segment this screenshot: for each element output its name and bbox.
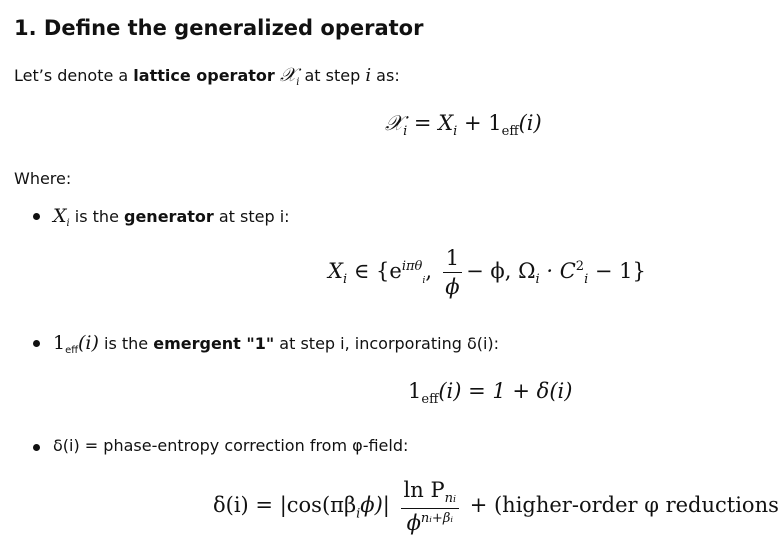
eq3-one: 1 xyxy=(408,379,422,403)
equation-emergent-one: 1eff(i) = 1 + δ(i) xyxy=(408,379,572,407)
eq1-arg: (i) xyxy=(518,111,542,135)
eq1-lhs-sub: i xyxy=(403,124,408,140)
eq2-lhs: X xyxy=(328,259,343,283)
bullet-icon xyxy=(33,340,40,347)
eq2-lhs-sub: i xyxy=(342,272,348,288)
eq4-phi: ϕ)| xyxy=(360,493,390,518)
eq2-exp: iπθ xyxy=(401,259,423,274)
bullet-text: is the xyxy=(98,334,154,353)
section-heading: 1. Define the generalized operator xyxy=(14,16,424,40)
intro-text-suffix: as: xyxy=(371,66,400,85)
eq2-c-sup: 2 xyxy=(575,259,585,274)
intro-text: Let’s denote a xyxy=(14,66,134,85)
eq4-beta-sub: i xyxy=(356,506,361,522)
eq2-in: ∈ {e xyxy=(347,259,402,283)
eq1-lhs: 𝒳 xyxy=(385,111,404,135)
eq4-num-sub: n xyxy=(444,491,453,507)
eq4-num: ln P xyxy=(403,478,445,502)
bullet-icon xyxy=(33,213,40,220)
bullet-bold: emergent "1" xyxy=(153,334,275,353)
eq2-num: 1 xyxy=(442,246,463,273)
eq1-eff: eff xyxy=(501,124,519,140)
bullet-phase-entropy: δ(i) = phase-entropy correction from φ-f… xyxy=(53,436,409,455)
bullet-bold: generator xyxy=(124,207,214,226)
eq2-exp-sub: i xyxy=(422,275,426,287)
eq1-equals: = xyxy=(407,111,439,135)
bullet-symbol: 1 xyxy=(53,332,66,354)
eq4-tail: + (higher-order φ reductions) xyxy=(469,493,779,518)
bullet-emergent-one: 1eff(i) is the emergent "1" at step i, i… xyxy=(53,332,499,356)
step-variable: i xyxy=(365,65,372,86)
eq4-den: ϕ xyxy=(406,511,421,536)
eq4-den-sup: nᵢ+βᵢ xyxy=(420,511,453,527)
eq3-eff: eff xyxy=(421,392,439,408)
bullet-symbol-sub: i xyxy=(66,218,70,230)
bullet-text-post: at step i, incorporating δ(i): xyxy=(274,334,500,353)
eq2-tail: − 1} xyxy=(588,259,646,283)
eq4-num-subsub: i xyxy=(452,494,457,506)
operator-symbol: 𝒳 xyxy=(279,64,297,86)
intro-paragraph: Let’s denote a lattice operator 𝒳i at st… xyxy=(14,64,400,88)
eq2-dot-c: · C xyxy=(539,259,576,283)
operator-subscript: i xyxy=(296,77,300,89)
eq2-c-sub: i xyxy=(584,272,589,288)
eq1-x: X xyxy=(438,111,454,135)
bullet-generator: Xi is the generator at step i: xyxy=(53,205,290,229)
bullet-arg: (i) xyxy=(78,332,99,354)
eq1-x-sub: i xyxy=(453,124,458,140)
eq4-fraction: ln Pni ϕnᵢ+βᵢ xyxy=(400,478,460,536)
intro-bold: lattice operator xyxy=(133,66,275,85)
equation-operator-definition: 𝒳i = Xi + 1eff(i) xyxy=(385,111,542,139)
eq2-minus-phi: − ϕ, Ω xyxy=(466,259,536,283)
intro-text-mid: at step xyxy=(299,66,366,85)
eq2-den: ϕ xyxy=(445,275,460,299)
bullet-symbol-sub: eff xyxy=(65,345,79,357)
where-label: Where: xyxy=(14,169,72,188)
eq1-plus-one: + 1 xyxy=(457,111,502,135)
bullet-icon xyxy=(33,444,40,451)
bullet-text: is the xyxy=(69,207,124,226)
bullet-text-post: at step i: xyxy=(213,207,290,226)
eq2-omega-sub: i xyxy=(535,272,540,288)
eq2-comma: , xyxy=(425,259,433,283)
bullet-symbol: X xyxy=(53,205,67,227)
eq4-lhs: δ(i) = |cos(πβ xyxy=(213,493,357,518)
eq3-rest: (i) = 1 + δ(i) xyxy=(438,379,573,403)
